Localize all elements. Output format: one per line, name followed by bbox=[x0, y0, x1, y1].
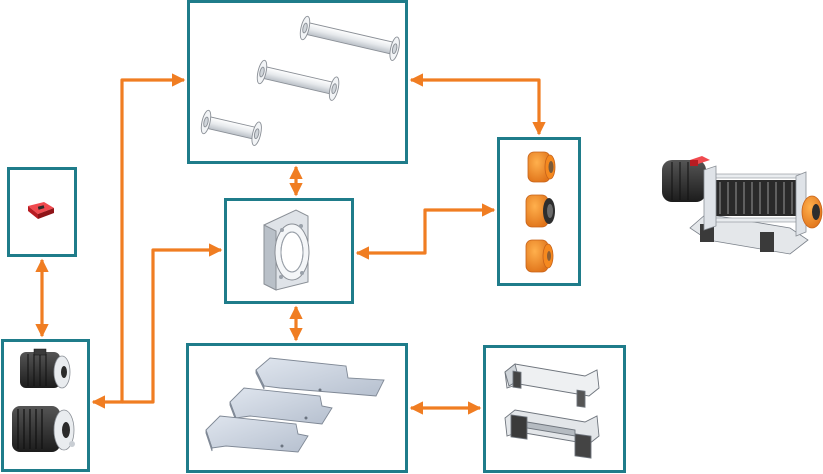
end-bearing-plate-icon bbox=[263, 209, 310, 291]
motor-icon bbox=[12, 348, 75, 452]
arrow-motors-tubes bbox=[91, 73, 186, 409]
arrow-motors-endbearing bbox=[122, 243, 223, 404]
arrow-endbearing-caps bbox=[355, 203, 496, 260]
fairlead-bracket-icon bbox=[504, 363, 600, 459]
winch-assembly-icon bbox=[662, 156, 823, 255]
base-plate-icon bbox=[205, 357, 385, 453]
fairleads-box bbox=[483, 345, 626, 473]
red-switch-icon bbox=[28, 202, 54, 219]
tie-rod-tubes-icon bbox=[200, 15, 400, 146]
orange-end-cap-icon bbox=[525, 151, 556, 273]
arrow-tubes-caps bbox=[409, 73, 546, 136]
